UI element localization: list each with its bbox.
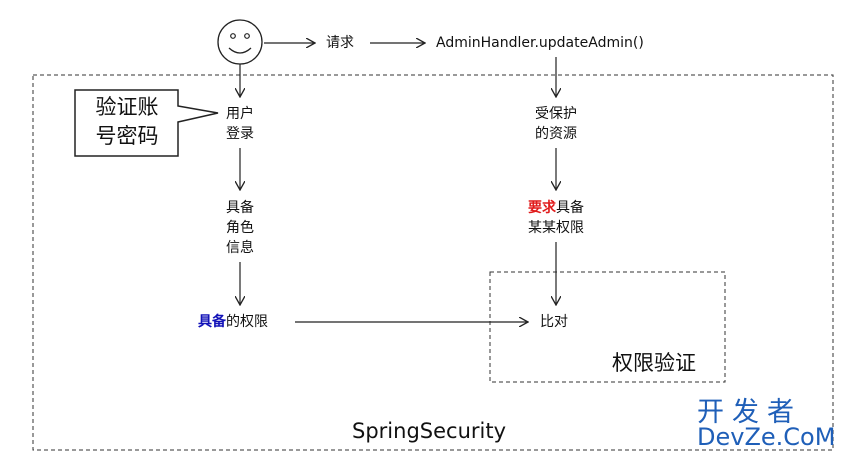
requires-permission-label: 要求具备 某某权限: [511, 198, 601, 238]
springsecurity-boundary: [32, 74, 834, 451]
callout-line2: 号密码: [95, 124, 159, 148]
role-info-line1: 具备: [226, 200, 254, 216]
permission-check-boundary: [489, 271, 726, 383]
role-info-line3: 信息: [226, 240, 254, 256]
watermark-line1: 开发者: [697, 397, 802, 428]
endpoint-label: AdminHandler.updateAdmin(): [436, 35, 644, 51]
protected-resource-line2: 的资源: [535, 126, 577, 142]
user-smiley-icon: [217, 19, 263, 65]
requires-rest: 具备: [556, 200, 584, 216]
requires-permission-line1: 要求具备: [511, 198, 601, 218]
role-info-label: 具备 角色 信息: [215, 198, 265, 258]
permission-check-title: 权限验证: [612, 351, 696, 375]
callout-line1: 验证账: [95, 95, 159, 119]
watermark-line2: DevZe.CoM: [697, 423, 836, 451]
springsecurity-title: SpringSecurity: [352, 419, 507, 443]
callout-text: 验证账 号密码: [78, 93, 176, 151]
protected-resource-line1: 受保护: [535, 106, 577, 122]
owned-rest: 的权限: [226, 314, 268, 330]
requires-highlight: 要求: [528, 200, 556, 216]
user-login-line2: 登录: [226, 126, 254, 142]
request-label: 请求: [326, 35, 354, 51]
compare-label: 比对: [540, 314, 568, 330]
owned-highlight: 具备: [198, 314, 226, 330]
protected-resource-label: 受保护 的资源: [521, 104, 591, 144]
requires-permission-line2: 某某权限: [528, 220, 584, 236]
role-info-line2: 角色: [226, 220, 254, 236]
owned-permission-label: 具备的权限: [198, 312, 268, 332]
user-login-line1: 用户: [226, 106, 254, 122]
callout-box: [74, 89, 219, 157]
user-login-label: 用户 登录: [215, 104, 265, 144]
